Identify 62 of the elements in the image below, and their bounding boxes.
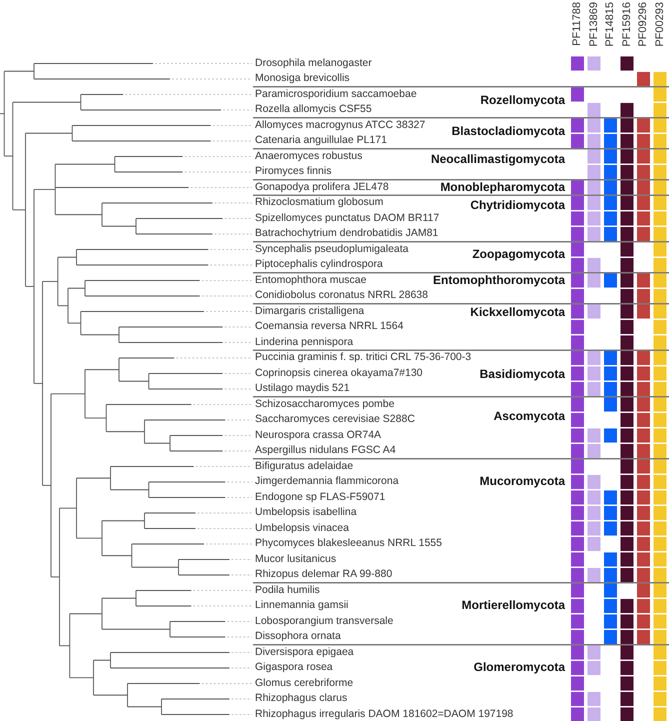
- species-name: Diversispora epigaea: [255, 646, 354, 658]
- species-name: Bifiguratus adelaidae: [255, 460, 354, 472]
- species-name: Coprinopsis cinerea okayama7#130: [255, 366, 423, 380]
- species-name: Rhizophagus clarus: [255, 692, 348, 705]
- species-name: Piptocephalis cylindrospora: [255, 258, 383, 271]
- species-name: Jimgerdemannia flammicorona: [255, 475, 399, 488]
- species-name: Gonapodya prolifera JEL478: [255, 180, 389, 194]
- phylum-name: Blastocladiomycota: [452, 125, 565, 138]
- species-name: Lobosporangium transversale: [255, 614, 394, 628]
- species-name: Spizellomyces punctatus DAOM BR117: [255, 212, 440, 224]
- phylum-name: Entomophthoromycota: [433, 274, 565, 286]
- species-name: Aspergillus nidulans FGSC A4: [255, 444, 396, 457]
- column-header: PF13869: [588, 2, 600, 47]
- species-name: Saccharomyces cerevisiae S288C: [255, 413, 415, 426]
- species-name: Puccinia graminis f. sp. tritici CRL 75-36-700-3: [255, 351, 472, 364]
- phylum-name: Monoblepharomycota: [440, 180, 565, 194]
- species-name: Piromyces finnis: [255, 165, 332, 178]
- species-name: Dimargaris cristalligena: [255, 304, 364, 318]
- species-name: Entomophthora muscae: [255, 274, 366, 286]
- species-name: Monosiga brevicollis: [255, 72, 350, 85]
- phylum-name: Kickxellomycota: [470, 306, 565, 320]
- species-name: Rhizophagus irregularis DAOM 181602=DAOM 197198: [255, 708, 514, 720]
- phylum-name: Mortierellomycota: [462, 599, 565, 612]
- species-name: Rhizoclosmatium globosum: [255, 196, 384, 209]
- species-name: Syncephalis pseudoplumigaleata: [255, 242, 409, 256]
- species-name: Batrachochytrium dendrobatidis JAM81: [255, 227, 438, 240]
- species-name: Drosophila melanogaster: [255, 56, 372, 70]
- species-name: Allomyces macrogynus ATCC 38327: [255, 118, 426, 132]
- species-name: Rhizopus delemar RA 99-880: [255, 568, 392, 581]
- phylum-name: Glomeromycota: [474, 661, 565, 674]
- species-name: Umbelopsis vinacea: [255, 522, 349, 534]
- species-name: Phycomyces blakesleeanus NRRL 1555: [255, 537, 442, 550]
- phylum-name: Zoopagomycota: [472, 248, 565, 261]
- species-name: Podila humilis: [255, 584, 320, 596]
- species-name: Rozella allomycis CSF55: [255, 103, 372, 116]
- species-name: Linderina pennispora: [255, 336, 354, 348]
- phylum-name: Chytridiomycota: [470, 199, 565, 212]
- species-name: Dissophora ornata: [255, 630, 341, 643]
- column-header: PF09296: [637, 2, 650, 47]
- species-name: Linnemannia gamsii: [255, 599, 348, 612]
- phylum-name: Ascomycota: [494, 410, 565, 423]
- species-name: Conidiobolus coronatus NRRL 28638: [255, 289, 428, 302]
- species-name: Paramicrosporidium saccamoebae: [255, 88, 417, 100]
- phylum-name: Mucoromycota: [480, 475, 565, 488]
- species-name: Schizosaccharomyces pombe: [255, 398, 394, 410]
- species-name: Neurospora crassa OR74A: [255, 428, 382, 442]
- column-header: PF11788: [571, 2, 584, 46]
- species-name: Endogone sp FLAS-F59071: [255, 490, 386, 504]
- species-name: Catenaria anguillulae PL171: [255, 134, 387, 147]
- species-name: Umbelopsis isabellina: [255, 506, 357, 519]
- phylum-name: Neocallimastigomycota: [430, 152, 565, 166]
- species-name: Ustilago maydis 521: [255, 382, 350, 395]
- species-name: Anaeromyces robustus: [255, 150, 362, 162]
- column-header: PF15916: [620, 2, 634, 47]
- column-header: PF14815: [604, 2, 617, 47]
- column-header: PF00293: [654, 2, 666, 47]
- species-name: Coemansia reversa NRRL 1564: [255, 320, 404, 333]
- species-name: Gigaspora rosea: [255, 661, 333, 674]
- species-name: Glomus cerebriforme: [255, 676, 354, 690]
- phylum-name: Basidiomycota: [480, 368, 565, 382]
- phylum-name: Rozellomycota: [480, 94, 565, 107]
- species-name: Mucor lusitanicus: [255, 552, 336, 566]
